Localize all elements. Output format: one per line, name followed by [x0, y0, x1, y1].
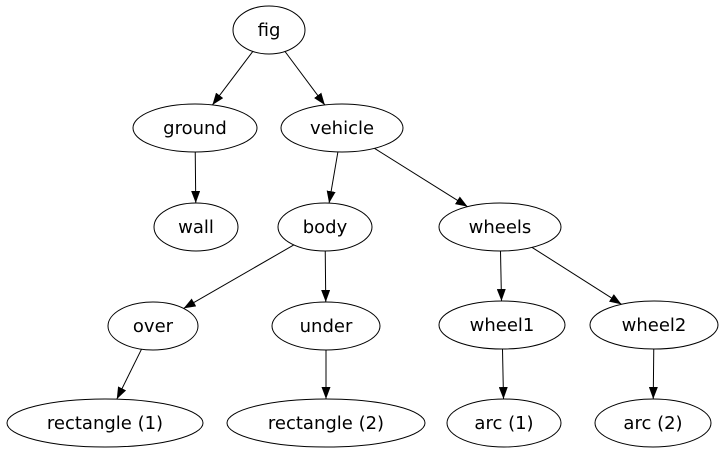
node-wall: wall — [153, 202, 239, 252]
node-label-body: body — [303, 217, 348, 238]
edge-wheel1-to-arc1 — [498, 348, 508, 400]
edge-vehicle-to-wheels — [374, 147, 468, 208]
node-ellipse-rectangle2 — [226, 398, 426, 448]
edges-layer — [116, 51, 658, 400]
node-label-wheel2: wheel2 — [622, 315, 687, 336]
node-label-rectangle2: rectangle (2) — [268, 413, 384, 434]
node-label-arc2: arc (2) — [623, 413, 682, 434]
node-label-vehicle: vehicle — [310, 118, 374, 139]
node-ellipse-arc2 — [594, 398, 712, 448]
edge-fig-to-ground — [211, 51, 254, 106]
node-arc1: arc (1) — [446, 398, 562, 448]
node-ellipse-rectangle1 — [6, 398, 204, 448]
node-label-ground: ground — [163, 118, 227, 139]
node-body: body — [277, 202, 373, 252]
edge-ground-to-wall — [191, 151, 201, 204]
node-ellipse-over — [107, 301, 199, 351]
node-under: under — [271, 301, 381, 351]
edge-wheels-to-wheel1 — [496, 250, 506, 302]
node-ellipse-vehicle — [280, 103, 404, 153]
node-rectangle2: rectangle (2) — [226, 398, 426, 448]
node-label-over: over — [133, 316, 174, 337]
node-label-arc1: arc (1) — [474, 413, 533, 434]
node-ellipse-wheel2 — [589, 300, 719, 350]
edge-wheel2-to-arc2 — [648, 348, 658, 400]
node-ellipse-arc1 — [446, 398, 562, 448]
edge-fig-to-vehicle — [284, 51, 326, 106]
node-ellipse-fig — [232, 5, 306, 55]
node-label-under: under — [300, 316, 353, 337]
node-label-wall: wall — [178, 217, 214, 238]
edge-wheels-to-wheel2 — [531, 246, 622, 305]
node-rectangle1: rectangle (1) — [6, 398, 204, 448]
edge-vehicle-to-body — [326, 151, 339, 204]
node-vehicle: vehicle — [280, 103, 404, 153]
edge-body-to-over — [183, 244, 295, 309]
edge-over-to-rectangle1 — [116, 348, 142, 400]
edge-body-to-under — [321, 250, 331, 303]
node-label-wheel1: wheel1 — [470, 315, 535, 336]
node-ground: ground — [132, 103, 258, 153]
node-ellipse-under — [271, 301, 381, 351]
node-ellipse-wall — [153, 202, 239, 252]
node-arc2: arc (2) — [594, 398, 712, 448]
node-over: over — [107, 301, 199, 351]
nodes-layer: fig ground vehicle wall body wheels over under w… — [6, 5, 719, 448]
node-ellipse-wheels — [438, 202, 562, 252]
node-wheel1: wheel1 — [438, 300, 566, 350]
node-label-fig: fig — [258, 20, 281, 41]
node-fig: fig — [232, 5, 306, 55]
node-label-wheels: wheels — [469, 217, 532, 238]
node-wheels: wheels — [438, 202, 562, 252]
node-ellipse-ground — [132, 103, 258, 153]
node-label-rectangle1: rectangle (1) — [47, 413, 163, 434]
node-wheel2: wheel2 — [589, 300, 719, 350]
node-ellipse-body — [277, 202, 373, 252]
node-ellipse-wheel1 — [438, 300, 566, 350]
